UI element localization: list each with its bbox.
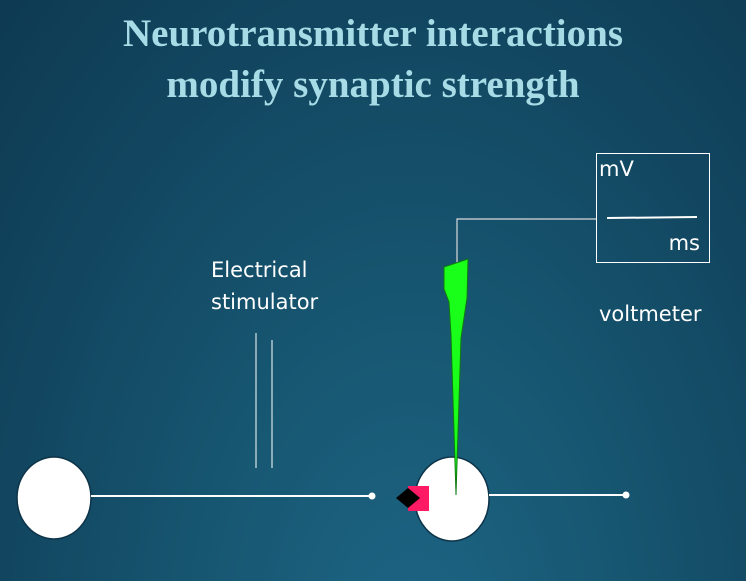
title-line-1: Neurotransmitter interactions: [122, 12, 624, 55]
neurotransmitter-receptor: [396, 488, 420, 508]
scope-y-unit: mV: [599, 157, 634, 181]
title-line-2: modify synaptic strength: [166, 63, 580, 106]
recording-electrode: [443, 258, 469, 496]
slide-title: Neurotransmitter interactions modify syn…: [0, 8, 746, 110]
postsynaptic-axon-tip: [622, 491, 630, 499]
oscilloscope-display: mV ms: [596, 153, 710, 263]
recording-wire: [456, 218, 596, 265]
presynaptic-axon-tip: [368, 492, 376, 500]
voltmeter-label: voltmeter: [599, 302, 702, 326]
stimulator-label: Electrical stimulator: [211, 254, 318, 318]
presynaptic-neuron: [16, 456, 92, 540]
stimulator-label-line-1: Electrical: [211, 258, 308, 282]
scope-x-unit: ms: [668, 231, 700, 255]
stimulator-label-line-2: stimulator: [211, 290, 319, 314]
scope-trace: [606, 216, 698, 219]
